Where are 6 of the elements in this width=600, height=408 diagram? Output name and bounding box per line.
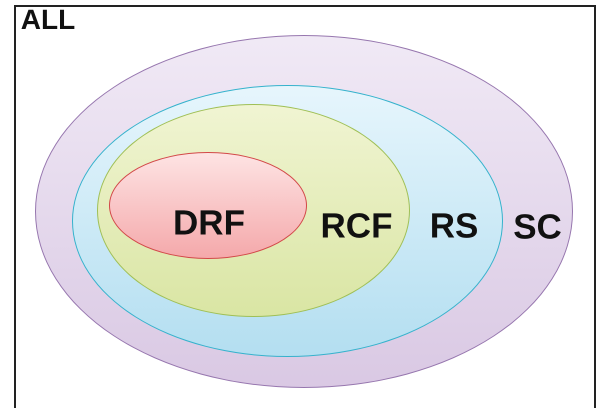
set-label: ALL	[20, 6, 76, 34]
set-label: RCF	[320, 208, 392, 243]
frame	[14, 5, 596, 408]
set-label: DRF	[173, 206, 245, 240]
set-label: RS	[430, 208, 478, 244]
set-label: SC	[513, 209, 562, 244]
